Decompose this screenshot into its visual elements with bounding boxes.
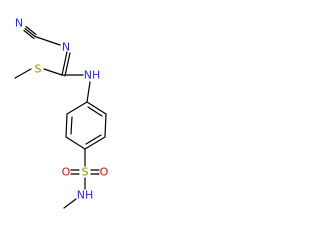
bond-s-to-methyl [14,68,32,79]
ring-bond-3 [84,136,106,150]
atom-oxygen-right: O [100,166,109,179]
ring-inner-double-1 [87,106,103,117]
atom-oxygen-left: O [62,166,71,179]
bond-nitrile-triple-1 [24,27,36,38]
ring-bond-5 [65,113,68,138]
bond-nitrile-triple-2 [25,25,37,36]
bond-imine-double-1 [61,51,68,76]
bond-nh-to-methyl [63,198,77,209]
ring-bond-6 [66,101,88,115]
bond-layer [14,25,107,209]
bond-nitrile-triple-3 [23,29,35,40]
ring-inner-double-2 [85,134,102,145]
atom-sulfonamide-nh: NH [77,189,94,202]
ring-bond-2 [104,113,107,138]
bond-c-to-s [43,68,63,76]
ring-bond-4 [65,136,86,150]
ring-bond-1 [86,101,107,115]
atom-sulfonyl-sulfur: S [82,166,89,179]
atom-thioether-sulfur: S [35,63,42,76]
bond-imine-double-2 [64,52,71,77]
ring-inner-double-3 [70,116,73,135]
chemical-structure-diagram: N N S NH S O O NH [14,17,109,209]
bond-cyano-c-to-n [34,35,61,46]
atom-amine-nh: NH [84,69,101,82]
bond-nh-to-ring [86,81,91,103]
atom-imine-nitrogen: N [62,41,70,54]
atom-label-layer: N N S NH S O O NH [15,17,109,202]
atom-nitrile-nitrogen: N [15,17,23,30]
